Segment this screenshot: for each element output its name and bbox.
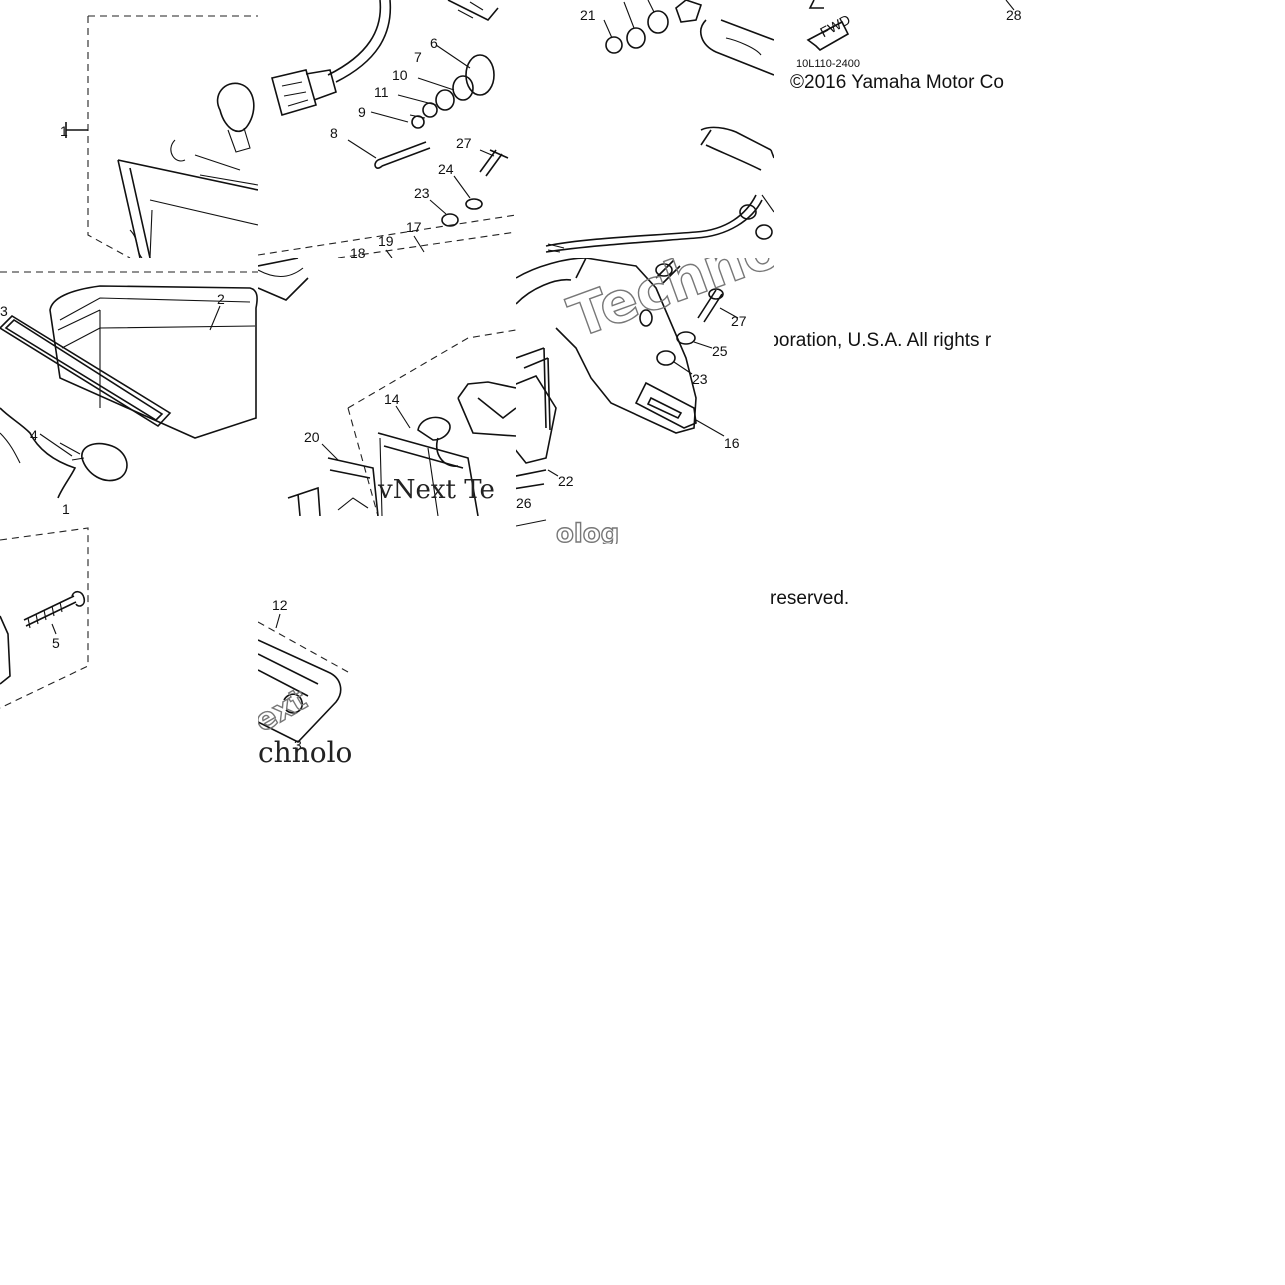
part-label-27a: 27 — [456, 135, 472, 151]
copyright-line-1: ©2016 Yamaha Motor Co — [790, 72, 1004, 93]
part-label-21: 21 — [580, 7, 596, 23]
watermark-text: ext — [258, 682, 313, 739]
diagram-tile-fwd-arrow: FWD 10L110-2400 28 — [774, 0, 1032, 72]
watermark-vnext: vNext Te — [377, 475, 495, 505]
part-label-22: 22 — [558, 473, 574, 489]
part-label-20: 20 — [304, 429, 320, 445]
copyright-line-3: reserved. — [770, 588, 850, 609]
part-label-26: 26 — [516, 495, 532, 511]
part-label-27b: 27 — [731, 313, 747, 329]
part-label-1: 1 — [60, 123, 68, 139]
diagram-tile-bolts-connector: 6 7 10 11 9 8 27 24 23 17 19 18 — [258, 0, 516, 258]
diagram-tile-fasteners-fwd: 21 — [516, 0, 774, 258]
part-label-3a: 3 — [0, 303, 8, 319]
part-label-14: 14 — [384, 391, 400, 407]
diagram-tile-main-bracket: 16 27 25 23 22 26 Techno — [516, 258, 774, 516]
part-label-11: 11 — [374, 84, 389, 100]
diagram-tile-lamp-assembly: 1 — [0, 0, 258, 258]
part-label-1b: 1 — [62, 501, 70, 516]
part-label-6: 6 — [430, 35, 438, 51]
part-label-28: 28 — [1006, 7, 1022, 23]
diagram-tile-part-12: 12 3 ext chnolo — [258, 592, 364, 772]
part-label-3b: 3 — [294, 737, 302, 753]
part-label-7: 7 — [414, 49, 422, 65]
part-label-10: 10 — [392, 67, 408, 83]
part-label-9: 9 — [358, 104, 366, 120]
watermark-techno: Techno — [561, 258, 774, 351]
part-label-16: 16 — [724, 435, 740, 451]
watermark-chnolo: chnolo — [258, 736, 352, 769]
diagram-tile-license-bracket: 20 14 vNext Te — [258, 258, 516, 516]
drawing-code: 10L110-2400 — [796, 58, 860, 70]
diagram-tile-bolt-5: 5 — [0, 516, 90, 711]
part-label-8: 8 — [330, 125, 338, 141]
diagram-tile-lower-fragment: olog — [516, 516, 622, 544]
part-label-17: 17 — [406, 219, 422, 235]
part-label-19: 19 — [378, 233, 394, 249]
part-label-18: 18 — [350, 245, 366, 258]
part-label-23b: 23 — [692, 371, 708, 387]
copyright-line-2: rporation, U.S.A. All rights r — [762, 330, 992, 351]
part-label-12: 12 — [272, 597, 288, 613]
part-label-25: 25 — [712, 343, 728, 359]
part-label-24: 24 — [438, 161, 454, 177]
part-label-5: 5 — [52, 635, 60, 651]
part-label-4: 4 — [30, 427, 38, 443]
watermark-olog: olog — [556, 519, 619, 544]
diagram-tile-lens-gasket: 3 2 4 1 — [0, 258, 258, 516]
fwd-label: FWD — [817, 11, 853, 40]
part-label-23a: 23 — [414, 185, 430, 201]
part-label-2: 2 — [217, 291, 225, 307]
